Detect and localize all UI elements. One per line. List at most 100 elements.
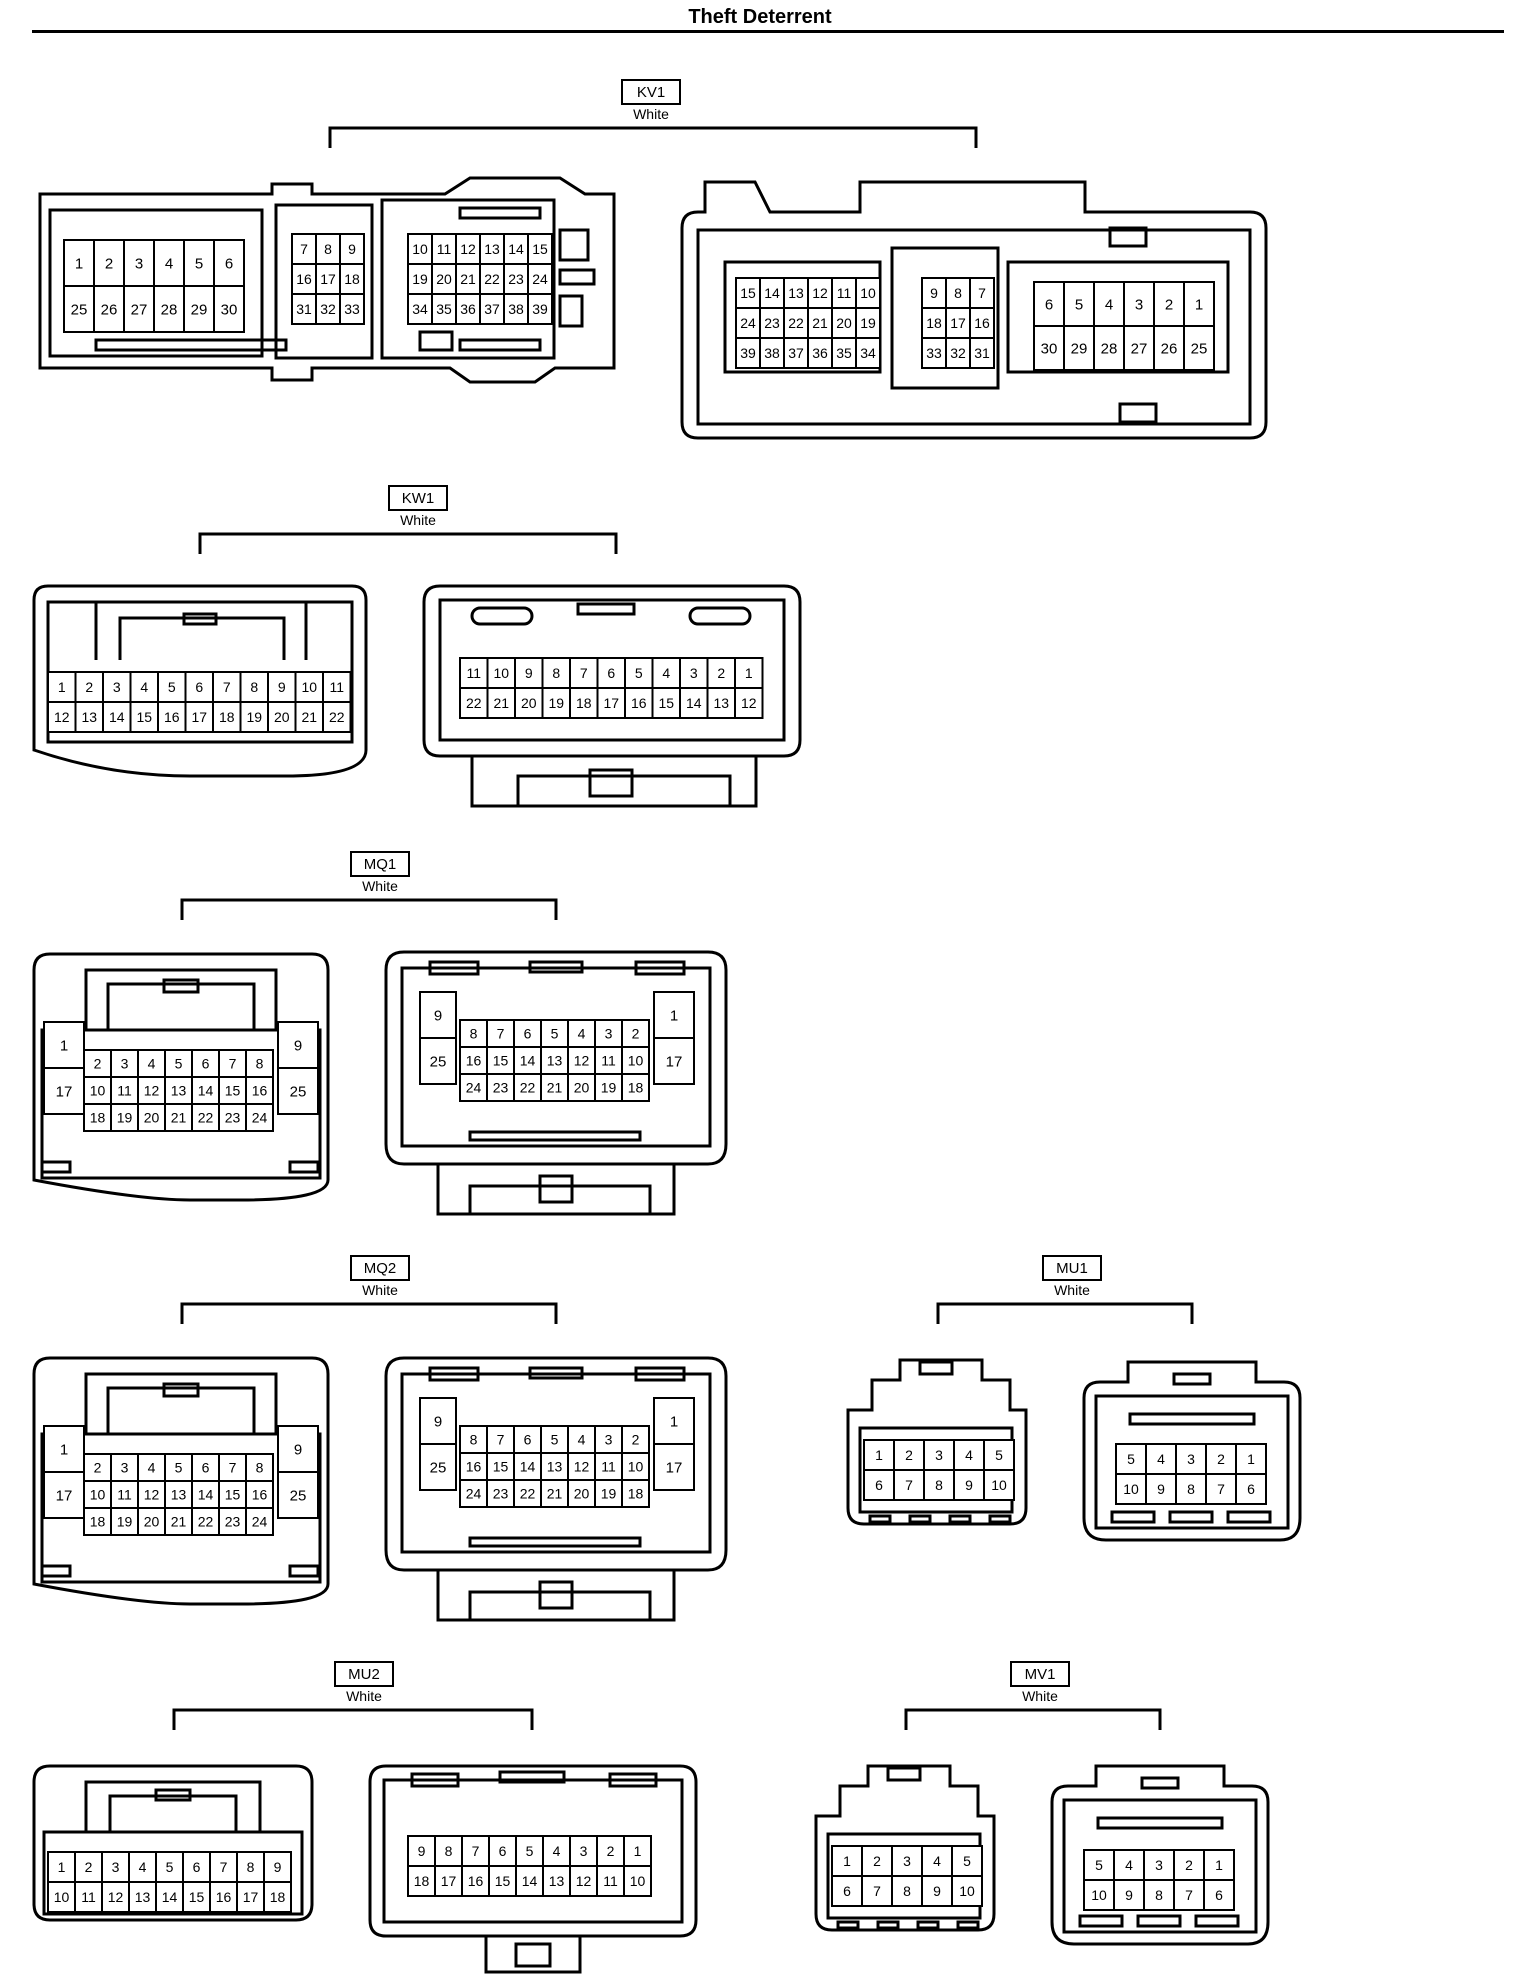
pin-number: 6	[225, 255, 233, 272]
pin-cavity: 21	[807, 307, 833, 339]
title-rule	[32, 30, 1504, 33]
pin-cavity: 19	[110, 1103, 139, 1132]
pin-number: 20	[436, 271, 452, 287]
connector-bracket	[904, 1708, 1162, 1730]
pin-number: 8	[324, 241, 332, 257]
pin-cavity: 6	[191, 1453, 220, 1482]
pin-number: 8	[256, 1056, 264, 1072]
pin-cavity: 1	[43, 1021, 85, 1069]
pin-cavity: 11	[594, 1452, 623, 1481]
pin-number: 19	[117, 1514, 133, 1530]
pin-number: 14	[764, 285, 780, 301]
pin-cavity: 12	[734, 687, 764, 719]
pin-cavity: 9	[339, 233, 365, 265]
pin-number: 15	[136, 709, 152, 725]
pin-cavity: 15	[735, 277, 761, 309]
pin-cavity: 32	[945, 337, 971, 369]
pin-number: 20	[274, 709, 290, 725]
pin-number: 16	[974, 315, 990, 331]
mq2-outline-a	[32, 1356, 330, 1606]
pin-cavity: 11	[596, 1865, 625, 1897]
pin-number: 18	[90, 1110, 106, 1126]
pin-number: 20	[144, 1514, 160, 1530]
pin-cavity: 11	[431, 233, 457, 265]
pin-cavity: 22	[191, 1103, 220, 1132]
pin-number: 29	[191, 301, 208, 318]
pin-cavity: 18	[83, 1103, 112, 1132]
pin-number: 11	[603, 1873, 618, 1889]
pin-cavity: 8	[1143, 1879, 1175, 1911]
pin-cavity: 2	[1205, 1443, 1237, 1475]
pin-cavity: 7	[212, 671, 242, 703]
pin-cavity: 2	[621, 1425, 650, 1454]
pin-number: 7	[1185, 1887, 1193, 1903]
pin-cavity: 10	[294, 671, 324, 703]
pin-cavity: 20	[567, 1479, 596, 1508]
pin-number: 16	[252, 1487, 268, 1503]
pin-cavity: 22	[513, 1073, 542, 1102]
pin-cavity: 9	[514, 657, 544, 689]
pin-number: 10	[90, 1083, 106, 1099]
pin-number: 25	[430, 1053, 447, 1070]
pin-number: 5	[195, 255, 203, 272]
pin-number: 13	[547, 1459, 563, 1475]
pin-number: 12	[108, 1889, 124, 1905]
pin-cavity: 5	[164, 1453, 193, 1482]
pin-number: 5	[995, 1447, 1003, 1463]
pin-cavity: 21	[164, 1103, 193, 1132]
pin-number: 36	[460, 301, 476, 317]
pin-cavity: 5	[624, 657, 654, 689]
pin-number: 32	[950, 345, 966, 361]
pin-number: 18	[926, 315, 942, 331]
pin-number: 10	[1091, 1887, 1107, 1903]
pin-number: 16	[164, 709, 180, 725]
pin-number: 19	[860, 315, 876, 331]
pin-cavity: 5	[540, 1019, 569, 1048]
pin-number: 2	[607, 1843, 615, 1859]
pin-cavity: 12	[47, 701, 77, 733]
pin-cavity: 6	[488, 1835, 517, 1867]
pin-cavity: 28	[1093, 325, 1125, 371]
pin-cavity: 12	[101, 1881, 130, 1913]
pin-cavity: 1	[653, 991, 695, 1039]
pin-cavity: 21	[540, 1479, 569, 1508]
pin-cavity: 9	[921, 1875, 953, 1907]
pin-cavity: 38	[759, 337, 785, 369]
pin-number: 3	[121, 1056, 129, 1072]
pin-number: 26	[101, 301, 118, 318]
pin-number: 11	[437, 241, 452, 257]
connector-bracket	[180, 1302, 558, 1324]
pin-cavity: 24	[245, 1507, 274, 1536]
pin-cavity: 7	[486, 1425, 515, 1454]
pin-cavity: 6	[1235, 1473, 1267, 1505]
pin-cavity: 7	[1173, 1879, 1205, 1911]
pin-cavity: 30	[213, 285, 245, 333]
pin-cavity: 24	[459, 1073, 488, 1102]
pin-cavity: 11	[110, 1480, 139, 1509]
pin-cavity: 37	[783, 337, 809, 369]
pin-number: 11	[81, 1889, 96, 1905]
mu2-outline-a	[32, 1764, 314, 1922]
pin-number: 37	[484, 301, 500, 317]
pin-number: 1	[745, 665, 753, 681]
pin-number: 2	[1165, 296, 1173, 313]
pin-number: 5	[1075, 296, 1083, 313]
pin-cavity: 8	[945, 277, 971, 309]
pin-number: 21	[547, 1486, 563, 1502]
pin-number: 15	[189, 1889, 205, 1905]
pin-number: 7	[580, 665, 588, 681]
pin-cavity: 10	[407, 233, 433, 265]
connector-id: MU1	[1056, 1260, 1088, 1277]
pin-number: 21	[171, 1514, 187, 1530]
pin-number: 19	[601, 1486, 617, 1502]
pin-cavity: 1	[863, 1439, 895, 1471]
pin-cavity: 3	[569, 1835, 598, 1867]
pin-cavity: 25	[1183, 325, 1215, 371]
